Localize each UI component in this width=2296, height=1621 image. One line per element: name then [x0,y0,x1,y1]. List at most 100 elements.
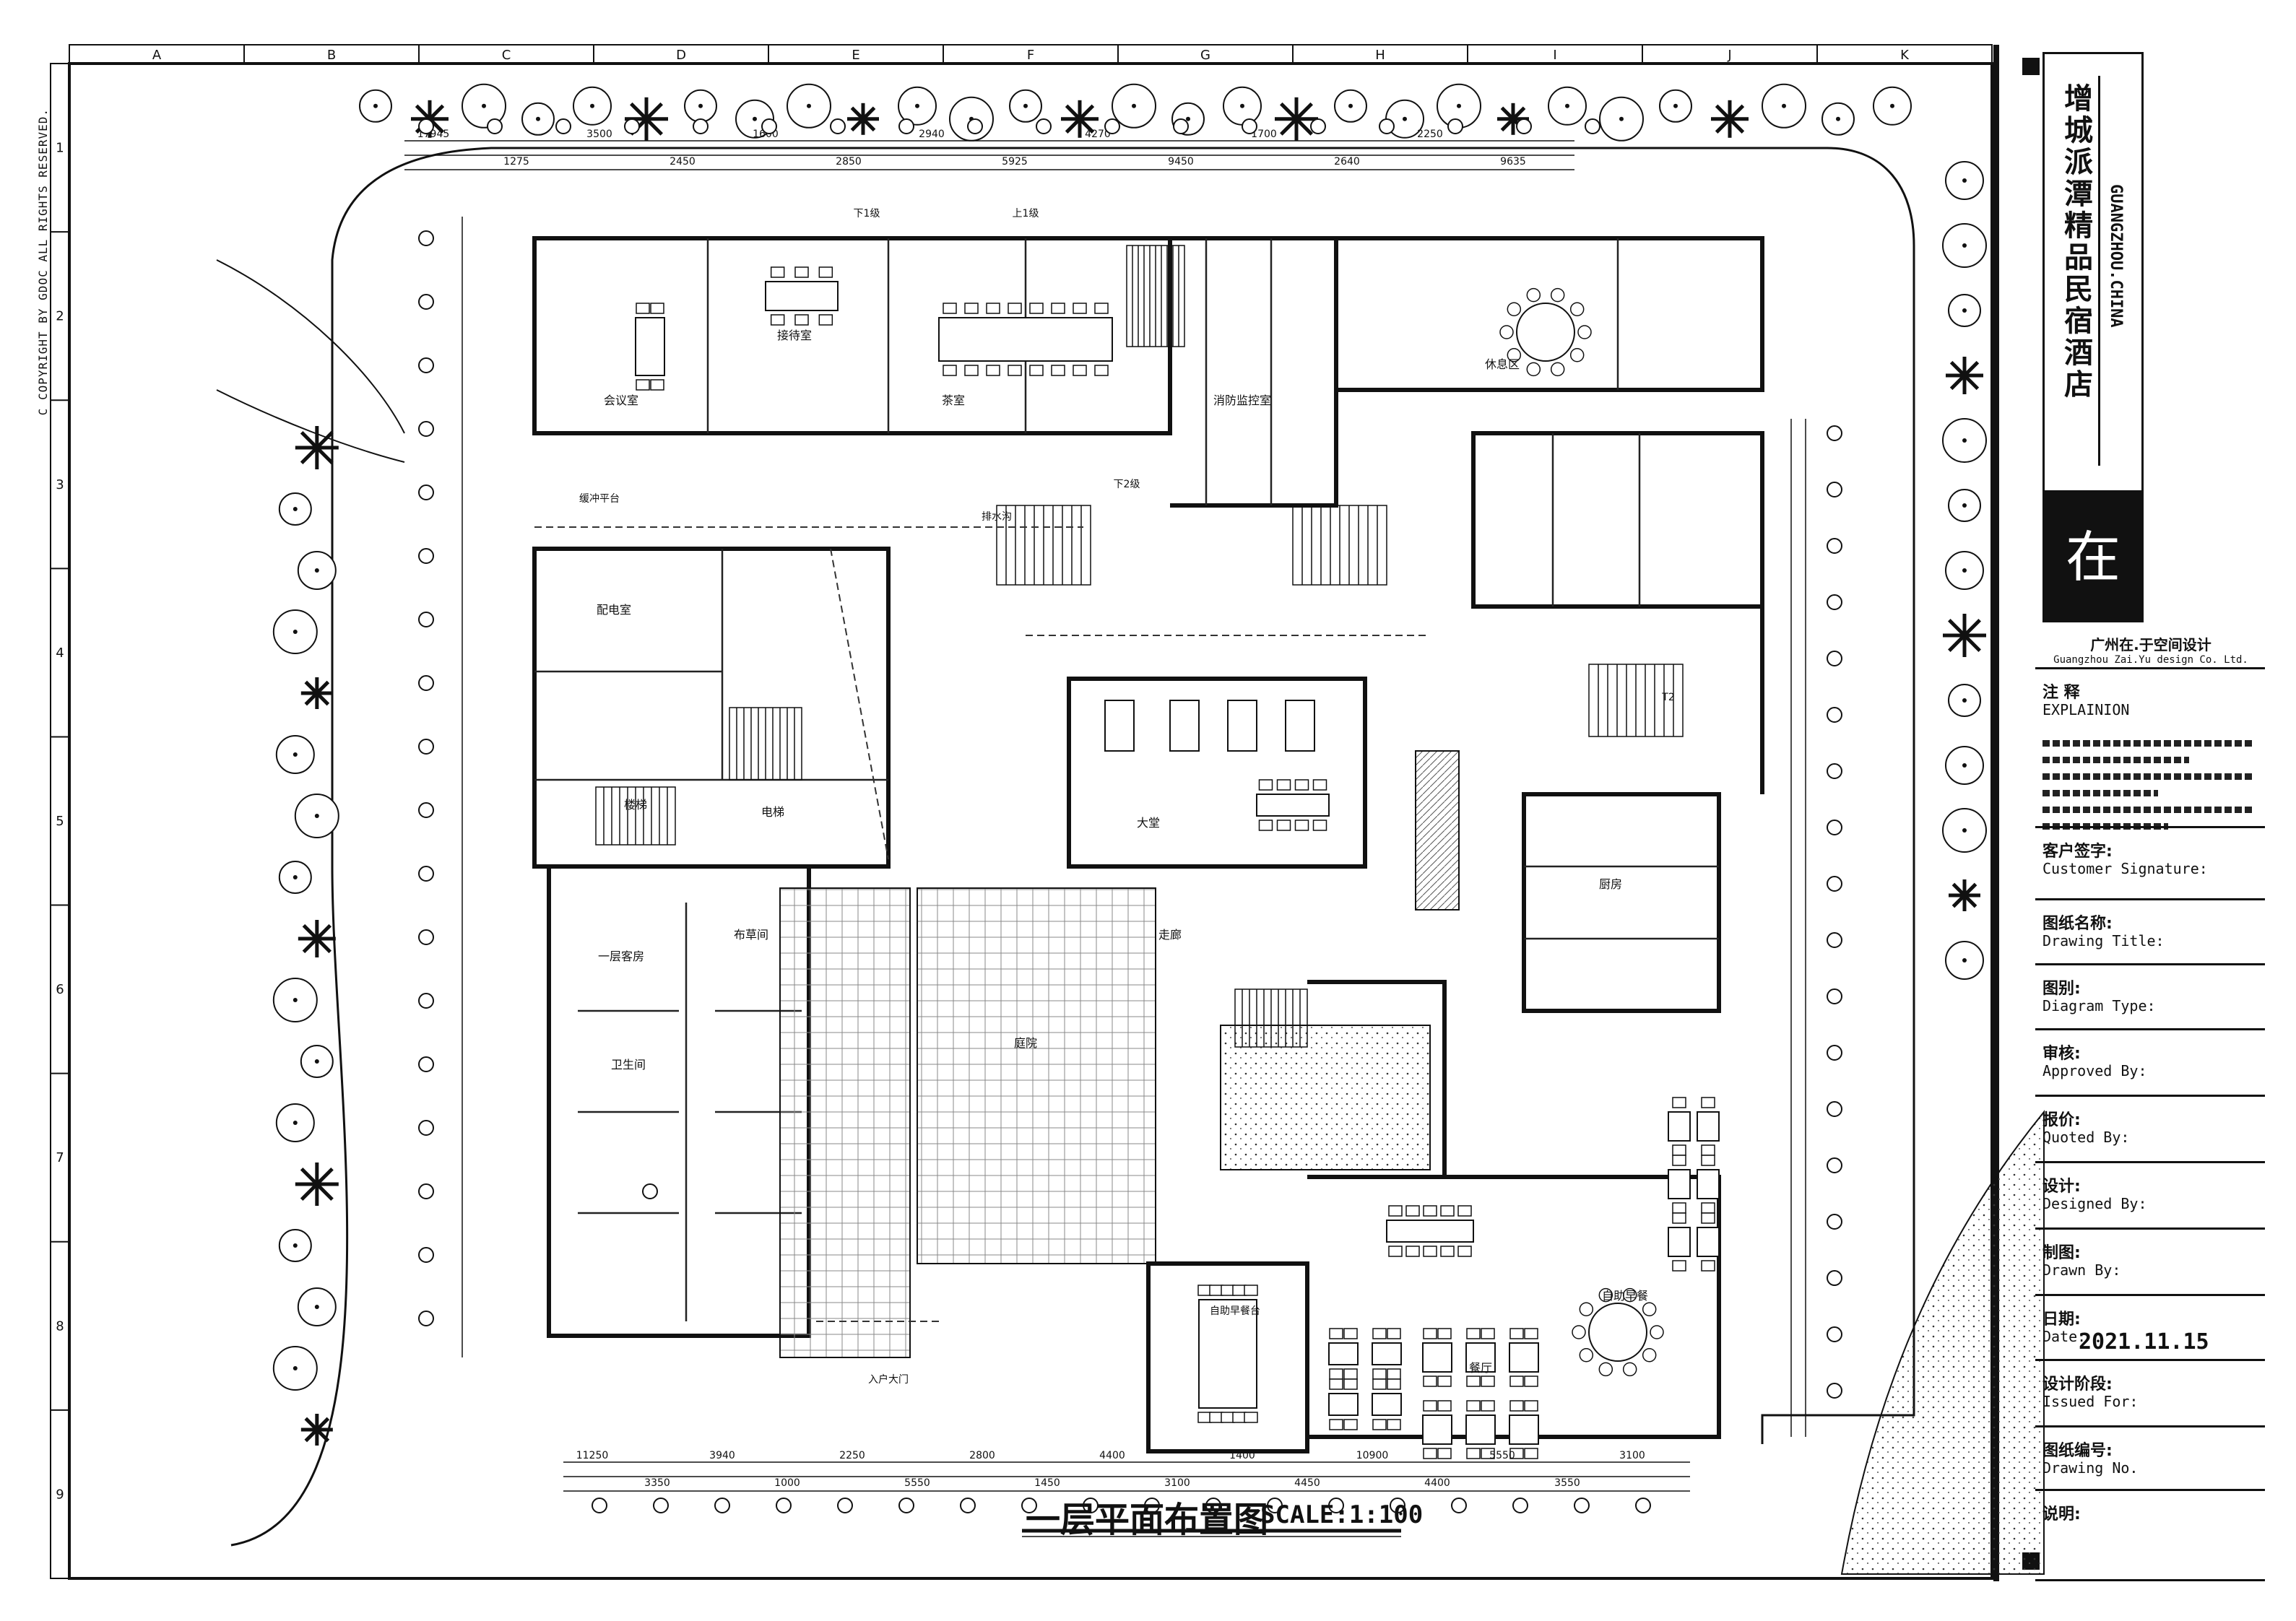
axis-bubble [761,118,777,134]
axis-bubble [418,1311,434,1326]
room-label: 庭院 [1014,1036,1037,1050]
notes-text-lines [2042,730,2252,840]
axis-bubble [1512,1498,1528,1513]
dimension-value: 2640 [1334,156,1360,168]
tree-symbol [1711,100,1749,138]
designed-by-cell: 设计: Designed By: [2035,1161,2265,1227]
room-label: 会议室 [604,394,638,407]
annotation-label: 入户大门 [868,1373,909,1386]
room-labels: 会议室接待室茶室消防监控室配电室一层客房大堂餐厅厨房卫生间布草间走廊楼梯电梯休息… [597,329,1648,1375]
room-label: 休息区 [1485,357,1520,371]
axis-bubble [898,118,914,134]
axis-bubble [1827,1157,1842,1173]
drawing-title: 一层平面布置图 [1026,1500,1269,1540]
annotation-label: 自助早餐台 [1210,1305,1260,1317]
dining-table [635,303,665,391]
remarks-cell: 说明: [2035,1489,2265,1581]
axis-bubble [1205,1498,1221,1513]
grid-column-label: E [852,48,859,63]
grid-axis-bubbles [418,118,1842,1513]
dining-table [1256,779,1330,831]
axis-bubble [418,1247,434,1263]
drawn-by-label-cn: 制图: [2042,1244,2081,1262]
axis-bubble [418,675,434,691]
date-label-cn: 日期: [2042,1311,2081,1329]
round-table [1516,303,1575,362]
axis-bubble [1036,118,1052,134]
dimension-value: 2940 [919,129,945,140]
grid-row-label: 9 [56,1487,64,1502]
dimension-value: 3350 [644,1477,670,1489]
room-label: 一层客房 [598,949,644,963]
dining-table [1509,1328,1539,1387]
axis-bubble [1516,118,1532,134]
axis-bubble [418,1056,434,1072]
dimension-value: 3940 [709,1450,735,1461]
axis-bubble [418,1120,434,1136]
approved-by-label-en: Approved By: [2042,1062,2147,1079]
dining-table [1386,1205,1474,1257]
room-label: 电梯 [761,805,784,819]
tree-symbol [297,551,337,590]
dining-table [1328,1378,1359,1430]
axis-bubble [1451,1498,1467,1513]
round-table [1588,1303,1647,1362]
grid-row-label: 4 [56,646,64,661]
axis-bubble [830,118,846,134]
dining-table [1697,1155,1720,1214]
tree-symbol [898,86,937,126]
tree-symbol [1946,357,1983,394]
tree-symbol [521,102,555,136]
axis-bubble [1104,118,1120,134]
tree-symbol [275,1103,315,1142]
axis-bubble [1173,118,1189,134]
landscape-slope [1840,1110,2045,1575]
dimension-value: 2850 [836,156,862,168]
tree-symbol [298,920,336,957]
grid-column-label: K [1900,48,1910,63]
drawing-number-label-cn: 图纸编号: [2042,1442,2113,1460]
tree-symbol [1334,89,1367,123]
tree-symbol [294,794,339,838]
drawing-number-cell: 图纸编号: Drawing No. [2035,1425,2265,1489]
hotel-name: 增城派潭精品民宿酒店 [2059,83,2092,401]
axis-bubble [1827,1045,1842,1061]
grid-column-label: C [502,48,511,63]
furniture-layout [635,266,1720,1459]
title-block: 增城派潭精品民宿酒店 GUANGZHOU.CHINA 在于 广州在.于空间设计 … [2035,45,2265,1581]
room-label: 厨房 [1599,877,1622,891]
dimension-value: 2250 [839,1450,865,1461]
site-road-curve-2 [216,389,405,463]
axis-bubble [1827,594,1842,610]
courtyard-paving-center [917,887,1156,1264]
axis-bubble [1827,820,1842,835]
dimension-value: 2800 [969,1450,995,1461]
tree-symbol [300,1045,334,1078]
company-logo: 在于 [2042,492,2144,719]
axis-bubble [418,739,434,755]
tree-symbol [300,677,333,709]
round-table [642,1183,658,1199]
stair-flight [1292,505,1387,586]
dimension-value: 10900 [1356,1450,1389,1461]
diagram-type-label-cn: 图别: [2042,980,2081,998]
dining-table [1422,1328,1452,1387]
corner-block-top [2022,58,2040,75]
annotation-labels: 排水沟缓冲平台下1级上1级下2级T2入户大门自助早餐台 [579,208,1675,1386]
grid-row-label: 2 [56,309,64,324]
drainage-lines [534,526,1430,1322]
date-label-en: Date: [2042,1328,2087,1345]
tree-symbol [1821,102,1855,136]
grid-row-label: 5 [56,814,64,829]
room-label: 大堂 [1137,816,1160,830]
annotation-label: 缓冲平台 [579,493,620,505]
axis-bubble [1574,1498,1590,1513]
tree-symbol [684,89,717,123]
dimension-value: 3100 [1164,1477,1190,1489]
axis-bubble [1827,876,1842,892]
axis-bubble [1447,118,1463,134]
customer-signature-cell: 客户签字: Customer Signature: [2035,826,2265,898]
dining-table [1169,700,1200,752]
